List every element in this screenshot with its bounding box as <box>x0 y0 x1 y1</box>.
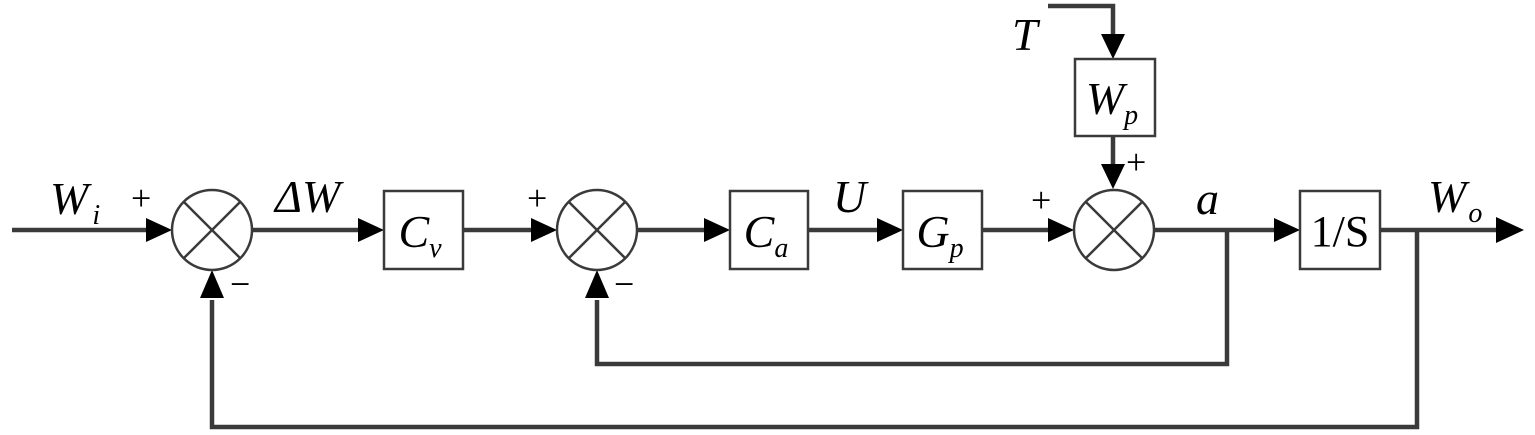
block-wp-sub: p <box>1122 100 1138 131</box>
svg-text:Wo: Wo <box>1428 171 1482 229</box>
block-speed-controller: Cv <box>382 189 465 271</box>
block-integrator-text: 1/S <box>1311 207 1370 256</box>
block-gp-main: G <box>916 206 949 257</box>
block-ca-main: C <box>744 206 776 257</box>
label-output-sub: o <box>1468 198 1482 229</box>
block-integrator: 1/S <box>1298 189 1382 271</box>
arrow-into-ca <box>704 218 730 242</box>
block-plant: Gp <box>901 189 984 271</box>
svg-text:ΔW: ΔW <box>273 171 344 222</box>
label-output-main: W <box>1428 171 1470 222</box>
arrow-into-cv <box>358 218 384 242</box>
svg-text:Ca: Ca <box>744 206 789 264</box>
sum2-minus-sign: − <box>614 264 634 304</box>
arrow-into-sum1-bottom <box>200 270 224 298</box>
svg-text:T: T <box>1012 9 1041 60</box>
svg-text:Wi: Wi <box>50 173 100 231</box>
arrow-into-wp <box>1101 34 1125 59</box>
block-cv-main: C <box>398 206 430 257</box>
sum2-plus-sign: + <box>527 178 547 218</box>
block-disturbance-tf: Wp <box>1073 57 1157 138</box>
arrow-into-sum3 <box>1048 218 1074 242</box>
summing-junction-1 <box>170 188 254 272</box>
label-error: ΔW <box>273 171 344 222</box>
summing-junction-2 <box>555 188 639 272</box>
disturbance-wire <box>1048 3 1116 38</box>
inner-feedback-wire <box>594 230 1230 367</box>
block-gp-sub: p <box>948 233 964 264</box>
arrow-into-sum3-top <box>1101 164 1125 189</box>
arrow-into-sum2 <box>531 218 557 242</box>
svg-text:Cv: Cv <box>398 206 442 264</box>
label-control: U <box>833 171 869 222</box>
svg-text:Gp: Gp <box>916 206 963 264</box>
outer-feedback-wire <box>209 230 1420 430</box>
arrow-into-sum1 <box>146 218 172 242</box>
sum1-minus-sign: − <box>230 264 250 304</box>
sum3-plus-left-sign: + <box>1031 180 1051 220</box>
svg-text:U: U <box>833 171 869 222</box>
svg-text:a: a <box>1196 173 1219 224</box>
block-cv-sub: v <box>429 233 442 264</box>
arrow-into-gp <box>877 218 903 242</box>
label-accel: a <box>1196 173 1219 224</box>
sum3-plus-top-sign: + <box>1126 142 1146 182</box>
arrow-into-sum2-bottom <box>585 270 609 298</box>
label-disturbance: T <box>1012 9 1041 60</box>
block-wp-main: W <box>1086 73 1128 124</box>
svg-text:Wp: Wp <box>1086 73 1138 131</box>
arrow-output <box>1496 217 1524 243</box>
arrow-into-integrator <box>1274 218 1300 242</box>
label-input-sub: i <box>92 200 100 231</box>
block-ca-sub: a <box>774 233 788 264</box>
label-input-main: W <box>50 173 92 224</box>
sum1-plus-sign: + <box>131 178 151 218</box>
block-accel-controller: Ca <box>728 189 810 271</box>
svg-text:1/S: 1/S <box>1311 207 1370 256</box>
summing-junction-3 <box>1072 188 1156 272</box>
